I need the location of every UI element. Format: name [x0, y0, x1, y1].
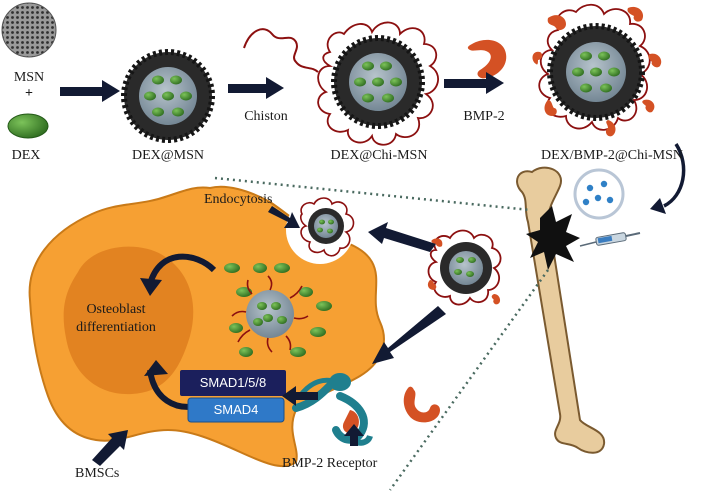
- smad4-box: SMAD4: [213, 402, 259, 417]
- curved-arrow-to-bone: [650, 143, 686, 214]
- msn-sphere: [1, 2, 57, 58]
- label-dex-msn: DEX@MSN: [131, 148, 205, 163]
- smad158-box: SMAD1/5/8: [199, 375, 267, 390]
- label-bmp2: BMP-2: [463, 109, 505, 124]
- released-dex-drops: [224, 263, 332, 357]
- label-dex: DEX: [11, 148, 41, 163]
- smad-complex: [180, 370, 286, 423]
- label-chiston: Chiston: [244, 109, 288, 124]
- syringe-icon: [579, 232, 641, 247]
- incoming-nanoparticle: [427, 229, 502, 306]
- label-differentiation: differentiation: [76, 320, 156, 335]
- flow-arrows: [60, 72, 504, 466]
- free-bmp2-protein: [403, 386, 440, 423]
- bmp2-protein: [467, 39, 507, 79]
- fracture-site: [526, 206, 580, 270]
- dex-chi-msn-particle: [317, 21, 439, 146]
- label-endocytosis: Endocytosis: [204, 192, 273, 207]
- chitosan-strand: [243, 28, 319, 73]
- magnified-injection-circle: [573, 168, 625, 220]
- dex-drop: [7, 113, 49, 139]
- dex-bmp2-chi-msn-particle: [532, 3, 662, 137]
- label-osteoblast: Osteoblast: [86, 302, 146, 317]
- label-dex-bmp2-chi-msn: DEX/BMP-2@Chi-MSN: [540, 148, 684, 163]
- dex-msn-particle: [121, 49, 215, 143]
- label-msn: MSN: [13, 70, 45, 85]
- open-nanoparticle-inside-cell: [231, 275, 309, 353]
- label-plus: +: [25, 86, 33, 101]
- label-bmscs: BMSCs: [75, 466, 120, 481]
- label-dex-chi-msn: DEX@Chi-MSN: [330, 148, 428, 163]
- zoom-line-bottom: [388, 269, 550, 491]
- cell-nucleus: [63, 246, 194, 395]
- label-bmp2-receptor: BMP-2 Receptor: [282, 456, 378, 471]
- endocytosed-nanoparticle: [300, 197, 355, 257]
